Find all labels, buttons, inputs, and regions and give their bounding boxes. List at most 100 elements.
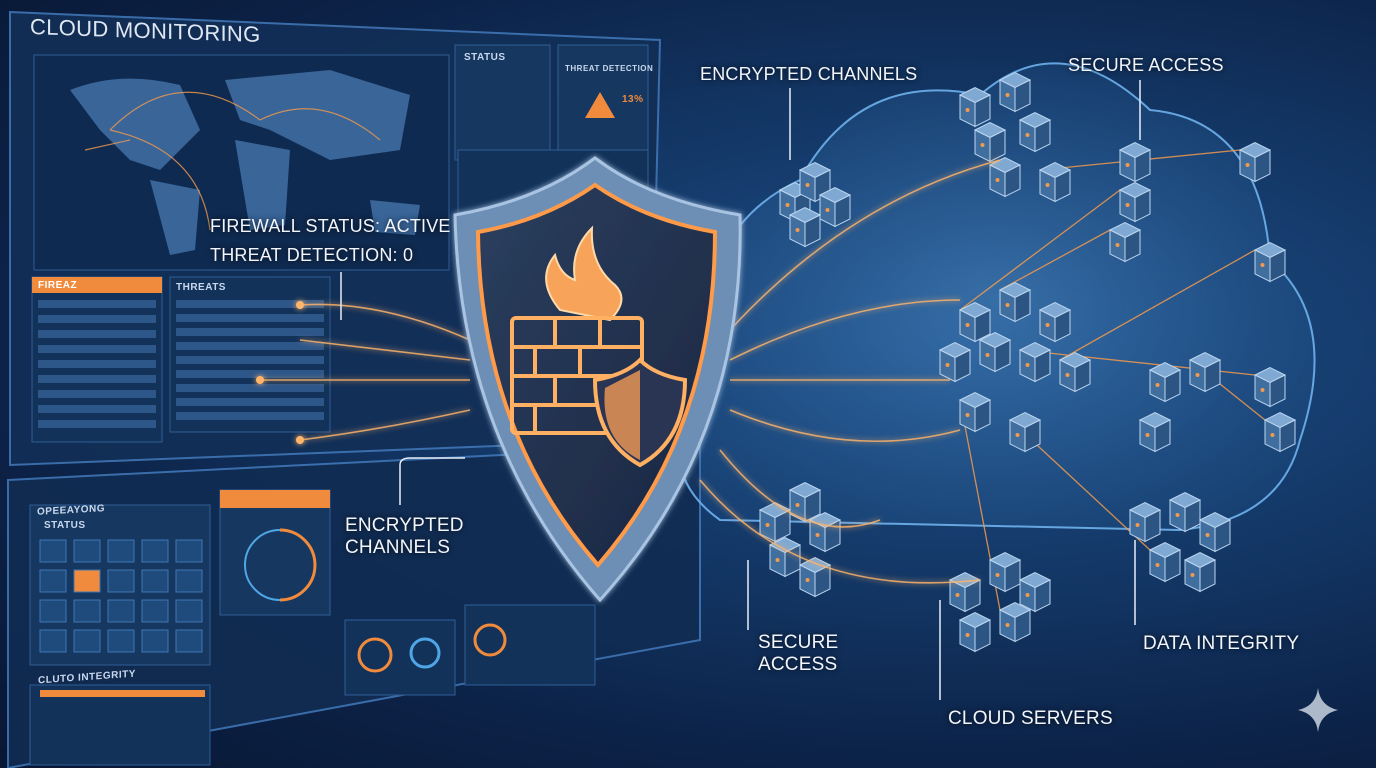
status-tile: [39, 569, 67, 593]
status-tile: [73, 599, 101, 623]
status-tile: [107, 599, 135, 623]
table-row: [176, 328, 324, 336]
server-cube-icon: [788, 206, 822, 248]
table-row: [38, 300, 156, 308]
status-tile: [39, 539, 67, 563]
server-cube-icon: [1018, 111, 1052, 153]
server-cube-icon: [1018, 571, 1052, 613]
status-tile: [107, 629, 135, 653]
server-cube-icon: [998, 601, 1032, 643]
server-cube-icon: [973, 121, 1007, 163]
table-row: [176, 356, 324, 364]
table-row: [176, 370, 324, 378]
status-tile: [141, 599, 169, 623]
server-cube-icon: [958, 611, 992, 653]
server-cube-icon: [1118, 181, 1152, 223]
server-cube-icon: [998, 71, 1032, 113]
table-row: [38, 390, 156, 398]
firewall-shield: [453, 156, 742, 603]
cloud-servers-label: CLOUD SERVERS: [948, 708, 1113, 729]
status-tile: [107, 569, 135, 593]
threat-detection-panel-label: THREAT DETECTION: [565, 64, 654, 73]
table-row: [38, 405, 156, 413]
status-tile: [39, 629, 67, 653]
table-row: [176, 398, 324, 406]
table-row: [176, 314, 324, 322]
threat-percent: 13%: [622, 94, 644, 105]
server-cubes: [758, 71, 1297, 653]
encrypted-channels-label-top: ENCRYPTED CHANNELS: [700, 64, 918, 84]
status-tile: [175, 599, 203, 623]
server-cube-icon: [1238, 141, 1272, 183]
sparkle-icon: [1298, 688, 1338, 732]
flame-icon: [545, 225, 623, 322]
table-row: [38, 375, 156, 383]
server-cube-icon: [1263, 411, 1297, 453]
status-panel: [454, 44, 551, 161]
network-link: [1059, 249, 1256, 361]
server-cube-icon: [1253, 366, 1287, 408]
operations-status-label: STATUS: [44, 520, 86, 531]
server-cube-icon: [958, 301, 992, 343]
server-cube-icon: [1148, 361, 1182, 403]
status-tile: [73, 569, 101, 593]
server-cube-icon: [988, 551, 1022, 593]
firewall-panel-label: FIREAZ: [38, 280, 78, 291]
server-cube-icon: [1128, 501, 1162, 543]
callout-lines: [340, 80, 1141, 700]
firewall-status-label: FIREWALL STATUS: ACTIVE: [210, 216, 451, 236]
server-cube-icon: [998, 281, 1032, 323]
server-cube-icon: [1183, 551, 1217, 593]
encrypted-data-streams: [260, 159, 1001, 584]
status-tile: [175, 629, 203, 653]
server-cube-icon: [1118, 141, 1152, 183]
label-line: CHANNELS: [345, 536, 451, 558]
table-row: [38, 360, 156, 368]
server-cube-icon: [798, 161, 832, 203]
server-cube-icon: [958, 391, 992, 433]
server-cube-icon: [1198, 511, 1232, 553]
server-cube-icon: [818, 186, 852, 228]
server-cube-icon: [988, 156, 1022, 198]
table-row: [176, 384, 324, 392]
server-cube-icon: [1038, 301, 1072, 343]
network-link: [999, 229, 1111, 291]
server-cube-icon: [798, 556, 832, 598]
table-row: [176, 412, 324, 420]
table-row: [176, 342, 324, 350]
server-cube-icon: [1188, 351, 1222, 393]
warning-icon: [585, 92, 615, 118]
server-cube-icon: [788, 481, 822, 523]
server-cube-icon: [808, 511, 842, 553]
server-cube-icon: [948, 571, 982, 613]
server-cube-icon: [768, 536, 802, 578]
operations-dashboard: [7, 443, 701, 768]
table-row: [38, 330, 156, 338]
server-cube-icon: [978, 331, 1012, 373]
server-cube-icon: [1168, 491, 1202, 533]
server-cube-icon: [1058, 351, 1092, 393]
server-cube-icon: [1138, 411, 1172, 453]
status-panel-label: STATUS: [464, 52, 506, 63]
server-cube-icon: [958, 86, 992, 128]
network-link: [959, 189, 1121, 311]
table-row: [176, 300, 324, 308]
server-cube-icon: [938, 341, 972, 383]
label-line: ENCRYPTED: [345, 515, 464, 536]
server-cube-icon: [1148, 541, 1182, 583]
status-tile: [141, 539, 169, 563]
status-tile: [141, 569, 169, 593]
data-integrity-label: DATA INTEGRITY: [1143, 633, 1300, 654]
status-tile: [175, 569, 203, 593]
table-row: [38, 345, 156, 353]
label-line: SECURE: [758, 632, 839, 653]
status-tile: [73, 629, 101, 653]
threats-panel-label: THREATS: [176, 282, 226, 293]
server-cube-icon: [1018, 341, 1052, 383]
status-tile: [141, 629, 169, 653]
world-map: [70, 70, 420, 255]
status-tile: [175, 539, 203, 563]
server-cube-icon: [1253, 241, 1287, 283]
